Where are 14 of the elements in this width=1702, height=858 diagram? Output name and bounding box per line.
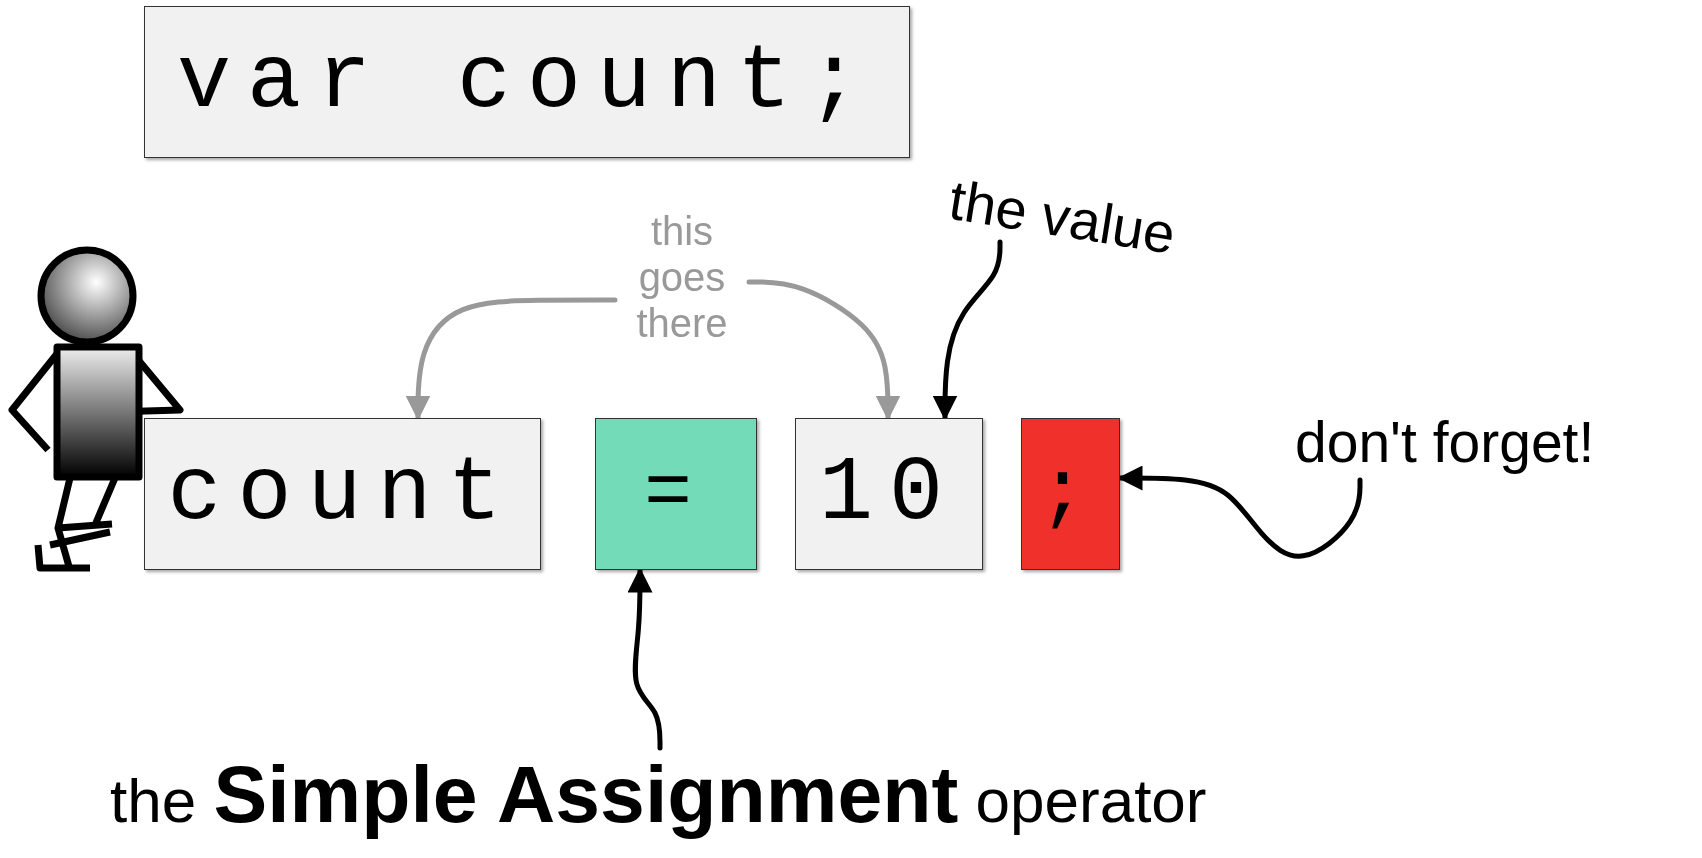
- code-box: [595, 418, 757, 570]
- code-text: =: [644, 454, 708, 534]
- code-box: [1021, 418, 1120, 570]
- code-text: 10: [819, 449, 959, 539]
- code-text: count: [167, 449, 518, 539]
- code-text: ;: [1038, 454, 1103, 534]
- code-box: [795, 418, 983, 570]
- annotation-text: this goes there: [615, 208, 749, 368]
- code-text: var count;: [176, 37, 878, 127]
- annotation-text: don't forget!: [1295, 410, 1695, 480]
- code-box: [144, 418, 541, 570]
- annotation-text: the Simple Assignment operator: [110, 748, 1440, 848]
- annotation-text: the value: [943, 168, 1252, 288]
- code-box: [144, 6, 910, 158]
